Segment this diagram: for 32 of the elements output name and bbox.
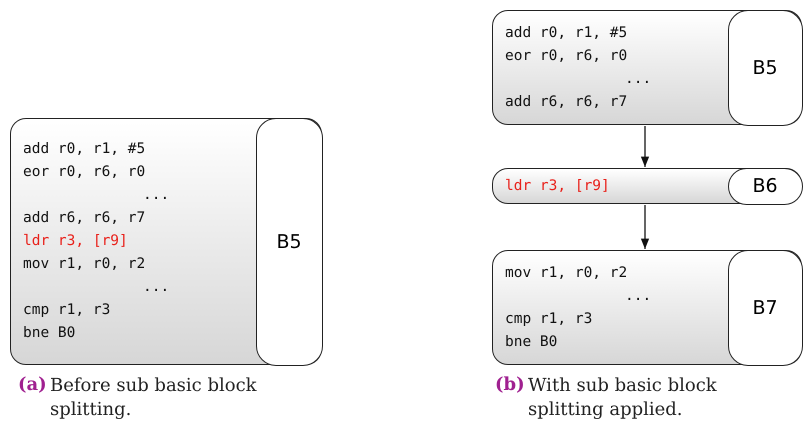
caption-text: With sub basic block splitting applied. [528,374,718,422]
code-block [10,118,322,365]
code-line: ldr r3, [r9] [23,232,128,251]
block-label: B5 [728,10,802,126]
block-label: B7 [728,250,802,366]
code-line: ... [143,186,170,205]
subfigure-label: (b) [495,374,525,395]
arrow [640,126,650,167]
code-line: cmp r1, r3 [505,310,592,328]
block-label: B5 [256,118,322,366]
code-line: mov r1, r0, r2 [23,255,146,274]
subfigure-label: (a) [18,374,47,395]
code-line: add r6, r6, r7 [505,92,628,112]
code-line: add r0, r1, #5 [505,24,628,42]
code-line: eor r0, r6, r0 [23,163,146,182]
caption-text: Before sub basic block splitting. [50,374,258,422]
code-line: ... [625,70,652,88]
block-label: B6 [728,168,802,204]
arrow [640,205,650,249]
code-line: ldr r3, [r9] [505,176,610,196]
code-block [492,168,802,204]
code-line: add r6, r6, r7 [23,209,146,228]
code-block [492,250,802,365]
code-line: cmp r1, r3 [23,301,110,320]
code-line: ... [143,278,170,297]
code-line: ... [625,286,652,306]
code-block [492,10,802,125]
code-line: bne B0 [505,332,558,352]
code-line: eor r0, r6, r0 [505,46,628,66]
code-line: add r0, r1, #5 [23,140,146,159]
code-line: mov r1, r0, r2 [505,264,628,282]
code-line: bne B0 [23,324,76,343]
